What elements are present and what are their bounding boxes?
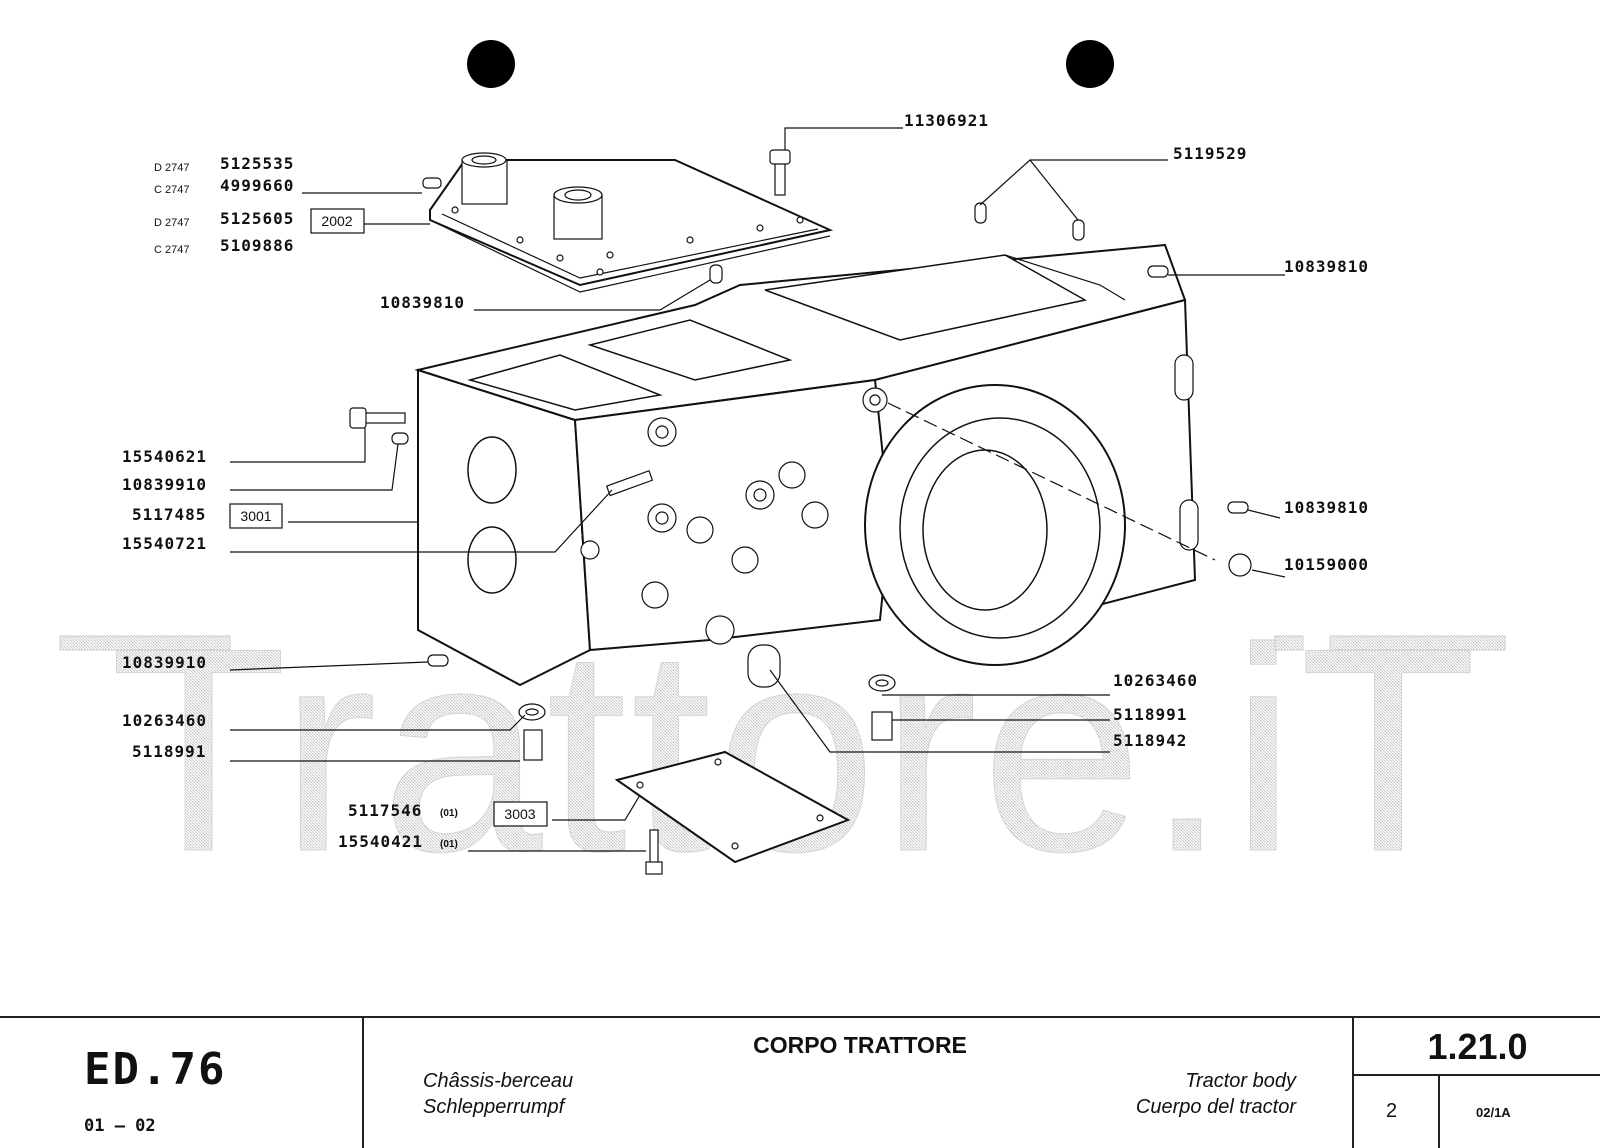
reference-box-label: 2002 <box>321 213 352 229</box>
edition-date: 01 – 02 <box>84 1116 156 1136</box>
watermark-text: Trattore.iT <box>110 588 1481 912</box>
revision-code: 02/1A <box>1476 1105 1511 1120</box>
small-parts <box>349 149 1252 875</box>
part-number-label: 10159000 <box>1284 555 1369 574</box>
part-number-label: 10839910 <box>122 653 207 672</box>
binder-hole <box>467 40 515 88</box>
bottom-plate <box>614 750 851 864</box>
part-number-label: 10839810 <box>1284 257 1369 276</box>
leader-lines <box>229 127 1286 852</box>
title-block: ED.76 01 – 02 CORPO TRATTORE Châssis-ber… <box>0 1016 1600 1148</box>
prefix-label: D 2747 <box>154 217 189 229</box>
section-code: 1.21.0 <box>1427 1026 1528 1067</box>
divider <box>1354 1074 1600 1076</box>
part-number-label: 5119529 <box>1173 144 1247 163</box>
part-number-label: 5125535 <box>220 154 294 173</box>
part-number-label: 4999660 <box>220 176 294 195</box>
part-number-label: 10839810 <box>1284 498 1369 517</box>
part-number-label: 5118942 <box>1113 731 1187 750</box>
edition-logo: ED.76 <box>84 1044 227 1095</box>
part-number-label: 10839810 <box>380 293 465 312</box>
page-title: CORPO TRATTORE <box>753 1032 967 1058</box>
reference-boxes: 2002 3001 3003 <box>229 208 548 827</box>
prefix-label: C 2747 <box>154 244 189 256</box>
title-cell <box>362 1018 1354 1148</box>
part-number-label: 5118991 <box>1113 705 1187 724</box>
part-number-label: 10839910 <box>122 475 207 494</box>
reference-box-label: 3003 <box>504 806 535 822</box>
title-french: Châssis-berceau <box>423 1070 574 1092</box>
top-cover <box>429 152 834 293</box>
code-cell <box>1352 1018 1600 1148</box>
suffix-label: (01) <box>440 839 458 850</box>
suffix-label: (01) <box>440 808 458 819</box>
title-spanish: Cuerpo del tractor <box>1135 1096 1296 1118</box>
part-number-label: 11306921 <box>904 111 989 130</box>
part-labels: 11306921 5119529 10839810 10839810 10839… <box>122 111 1369 851</box>
prefix-label: D 2747 <box>154 162 189 174</box>
watermark-bars <box>59 635 1506 651</box>
part-number-label: 5109886 <box>220 236 294 255</box>
part-number-label: 5118991 <box>132 742 206 761</box>
part-number-label: 10263460 <box>1113 671 1198 690</box>
part-number-label: 5117546 <box>348 801 422 820</box>
page-number: 2 <box>1386 1100 1398 1122</box>
part-number-label: 15540721 <box>122 534 207 553</box>
reference-box-label: 3001 <box>240 508 271 524</box>
title-german: Schlepperrumpf <box>423 1096 565 1118</box>
divider <box>1438 1074 1440 1148</box>
title-english: Tractor body <box>1185 1070 1296 1092</box>
part-number-label: 15540421 <box>338 832 423 851</box>
part-number-label: 5117485 <box>132 505 206 524</box>
prefix-label: C 2747 <box>154 184 189 196</box>
tractor-body-housing <box>414 243 1216 687</box>
binder-hole <box>1066 40 1114 88</box>
exploded-parts-diagram: Trattore.iT <box>59 40 1506 913</box>
part-number-label: 5125605 <box>220 209 294 228</box>
part-number-label: 15540621 <box>122 447 207 466</box>
part-number-label: 10263460 <box>122 711 207 730</box>
